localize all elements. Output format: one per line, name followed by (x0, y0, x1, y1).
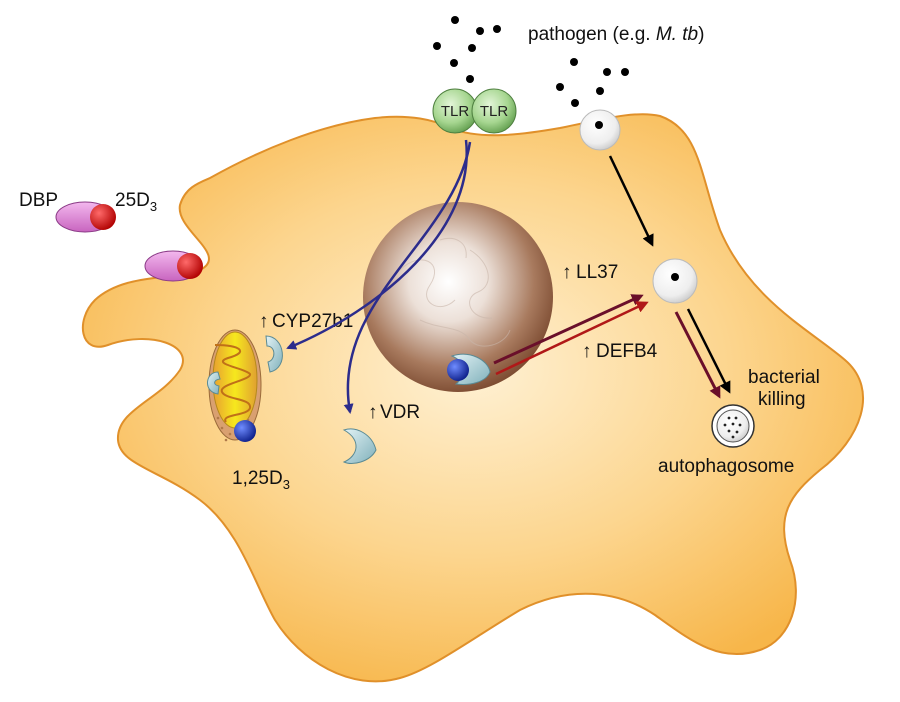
arrow-to-defb4 (495, 301, 649, 376)
125d3-label-main: 1,25D (232, 468, 283, 489)
tlr-receptor: TLR TLR (432, 88, 517, 134)
defb4-label: DEFB4 (596, 341, 658, 362)
pathogen-label-prefix: pathogen (e.g. (528, 24, 656, 45)
engulfed-pathogen-2 (671, 273, 679, 281)
tlr-left-label: TLR (441, 103, 470, 120)
mitochondrion (208, 329, 262, 442)
killing-label: killing (758, 389, 806, 410)
vdr-up-arrow: ↑ (368, 402, 378, 423)
arrow-to-ll37 (493, 294, 644, 365)
macrophage-cell (81, 113, 864, 683)
25d3-label: 25D3 (115, 190, 157, 214)
125d3-label: 1,25D3 (232, 468, 290, 492)
dbp-label: DBP (19, 190, 58, 211)
dbp-25d3-complex-outside (55, 201, 116, 233)
25d3-label-main: 25D (115, 190, 150, 211)
pathogen-species: M. tb (656, 24, 698, 45)
125d3-label-sub: 3 (283, 477, 290, 492)
phagosome-entry (579, 109, 621, 151)
125d3-in-nucleus (447, 359, 469, 381)
pathogen-label-suffix: ) (698, 24, 704, 45)
arrow-to-autophagosome-black (686, 308, 731, 394)
defb4-up-arrow: ↑ (582, 341, 592, 362)
vdr-receptor (342, 428, 377, 464)
bacterial-label: bacterial (748, 367, 820, 388)
pathogen-label: pathogen (e.g. M. tb) (528, 24, 704, 45)
nucleus (363, 202, 553, 392)
ll37-up-arrow: ↑ (562, 262, 572, 283)
125d3-molecule-mito (234, 420, 256, 442)
vdr-label: VDR (380, 402, 420, 423)
pathogen-particles-tlr (433, 16, 501, 83)
dbp-25d3-complex-membrane (144, 250, 203, 282)
autophagosome (711, 404, 755, 448)
cyp27b1-enzyme (265, 335, 283, 373)
pathogen-particles-phago (556, 58, 629, 107)
cyp27b1-enzyme-mito (207, 371, 221, 395)
arrow-tlr-to-vdr (343, 141, 472, 414)
25d3-label-sub: 3 (150, 199, 157, 214)
tlr-right-label: TLR (480, 103, 509, 120)
engulfed-pathogen-1 (595, 121, 603, 129)
ll37-label: LL37 (576, 262, 618, 283)
arrow-internalization (608, 155, 654, 247)
cyp27b1-up-arrow: ↑ (259, 311, 269, 332)
arrow-to-autophagosome-dark (674, 311, 721, 399)
autophagosome-label: autophagosome (658, 456, 794, 477)
arrow-tlr-to-cyp27b1 (286, 139, 468, 350)
tlr-right (471, 88, 517, 134)
